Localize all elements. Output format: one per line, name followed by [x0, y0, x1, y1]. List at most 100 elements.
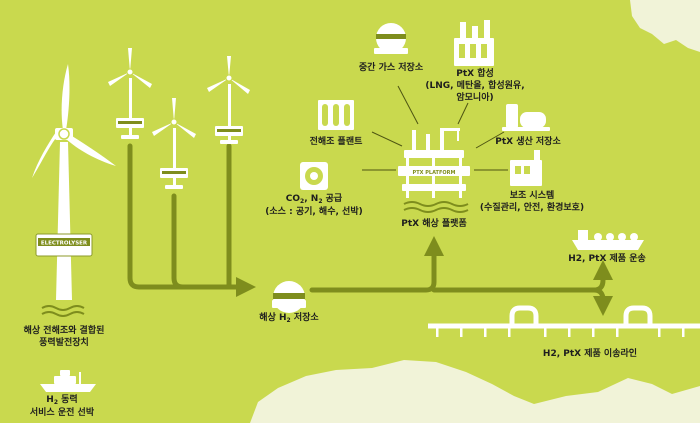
turbine-blade-up [61, 64, 70, 130]
label-co2-pre: CO [285, 194, 301, 204]
flow-turbine-a [127, 143, 231, 290]
platform-tower-3 [440, 128, 444, 150]
electrolyser-plant-icon [318, 100, 354, 130]
small-turbine-a-tower [129, 78, 132, 138]
label-auxiliary-system: 보조 시스템 (수질관리, 안전, 환경보호) [474, 190, 590, 214]
service-vessel-icon [40, 370, 96, 392]
vessel-mast [79, 372, 81, 384]
label-h2-service-line-2: 서비스 운전 선박 [29, 408, 95, 418]
synthesis-window-2 [470, 44, 476, 58]
small-turbine-c-tower [228, 84, 231, 140]
co2-unit-fan-hub [310, 172, 318, 180]
gas-storage-icon [374, 23, 408, 54]
label-ptx-synthesis-line-1: PtX 합성 [456, 69, 494, 79]
label-ptx-platform: PtX 해상 플랫폼 [401, 219, 467, 229]
label-pipeline: H2, PtX 제품 이송라인 [542, 349, 638, 359]
small-turbine-a-hub [126, 68, 134, 76]
h2-storage-tank-icon [272, 281, 306, 313]
platform-leg-3 [459, 158, 462, 198]
land-small-island [610, 398, 636, 412]
production-storage-base [502, 127, 550, 131]
platform-tower-1 [412, 130, 416, 150]
label-h2-service-line-1: H2 동력 [12, 394, 112, 407]
small-turbine-c-module-band [217, 129, 241, 132]
synthesis-chimney-1 [460, 22, 466, 40]
auxiliary-window-1 [515, 166, 521, 174]
land-bottom [250, 360, 700, 423]
small-turbine-a-base [121, 135, 139, 139]
small-turbine-b-module-band [162, 171, 186, 174]
small-wind-turbine-c [207, 56, 250, 144]
label-ptx-synthesis-line-2: (LNG, 메탄올, 합성원유, [425, 81, 525, 91]
label-h2-storage-sub: 2 [286, 317, 291, 324]
platform-sign: PTX PLATFORM [413, 170, 456, 176]
small-turbine-b-blades [152, 98, 196, 138]
platform-tower-2 [426, 134, 430, 150]
label-co2-line-2: (소스 : 공기, 해수, 선박) [265, 207, 363, 217]
label-co2-sub-2: 2 [318, 198, 323, 205]
label-offshore-wind-electrolysis: 해상 전해조와 결합된 풍력발전장치 [14, 325, 114, 349]
land-right-islet [680, 8, 700, 30]
label-h2-service-post: 동력 [58, 395, 78, 405]
small-wind-turbine-b [152, 98, 196, 189]
flow-storage-to-platform [309, 236, 444, 293]
land-top-right [630, 0, 700, 52]
small-turbine-c-hub [225, 74, 233, 82]
electrolyser-plant-tank-2 [333, 104, 339, 126]
synthesis-chimney-2 [472, 26, 478, 40]
auxiliary-system-icon [510, 150, 542, 186]
production-storage-silo [506, 104, 518, 128]
platform-crane-hook [457, 131, 459, 141]
label-co2-mid: , N [304, 194, 319, 204]
synthesis-chimney-3 [484, 20, 490, 40]
flow-split-down [591, 287, 613, 316]
small-turbine-a-blades [108, 48, 152, 88]
turbine-blade-right [65, 133, 116, 166]
small-turbine-a-module-band [118, 121, 142, 124]
platform-wave-1 [403, 201, 469, 207]
flow-turbine-b [171, 193, 186, 290]
ship-tank-3 [618, 233, 626, 241]
ptx-synthesis-icon [454, 20, 494, 66]
transport-ship-icon [572, 230, 644, 250]
connector-gas-storage [397, 85, 419, 125]
label-co2-sub-1: 2 [300, 198, 305, 205]
ship-tank-2 [606, 233, 614, 241]
label-ptx-production-storage: PtX 생산 저장소 [495, 137, 561, 147]
turbine-hub [58, 128, 70, 140]
flow-lines [127, 143, 613, 316]
ship-tank-4 [630, 233, 638, 241]
label-electrolyser-plant: 전해조 플랜트 [309, 137, 363, 147]
label-ptx-synthesis: PtX 합성 (LNG, 메탄올, 합성원유, 암모니아) [420, 68, 530, 104]
connector-production-storage [475, 131, 505, 149]
pipeline-loop-1 [509, 305, 539, 326]
connector-electrolyser-plant [371, 131, 403, 147]
gas-storage-band [376, 34, 406, 39]
vessel-bridge [60, 370, 70, 376]
auxiliary-chimney [534, 150, 540, 162]
label-ship-transport: H2, PtX 제품 운송 [568, 254, 646, 264]
platform-wave-2 [403, 207, 469, 213]
label-offshore-wind-line-2: 풍력발전장치 [39, 338, 89, 348]
electrolyser-band [38, 238, 90, 246]
small-turbine-b-base [165, 185, 183, 189]
small-turbine-b-hub [170, 118, 178, 126]
auxiliary-window-2 [524, 166, 530, 174]
label-co2-n2-supply: CO2, N2 공급 (소스 : 공기, 해수, 선박) [262, 193, 366, 218]
pipeline-supports [436, 326, 685, 337]
platform-crane-arm [440, 128, 460, 131]
connector-lines [362, 85, 508, 171]
label-h2-service-sub: 2 [53, 399, 59, 406]
label-h2-service-pre: H [46, 395, 54, 405]
platform-leg-1 [406, 158, 409, 198]
large-wind-turbine: ELECTROLYSER [32, 64, 116, 317]
label-offshore-wind-line-1: 해상 전해조와 결합된 [23, 326, 105, 336]
small-turbine-c-base [220, 140, 238, 144]
platform-leg-2 [432, 158, 435, 198]
pipeline-icon [428, 305, 700, 337]
label-co2-line-1: CO2, N2 공급 [262, 193, 366, 206]
electrolyser-plant-tank-3 [344, 104, 350, 126]
co2-supply-icon [300, 162, 328, 190]
platform-deck-top [404, 150, 464, 158]
pipeline-loop-2 [623, 305, 653, 326]
